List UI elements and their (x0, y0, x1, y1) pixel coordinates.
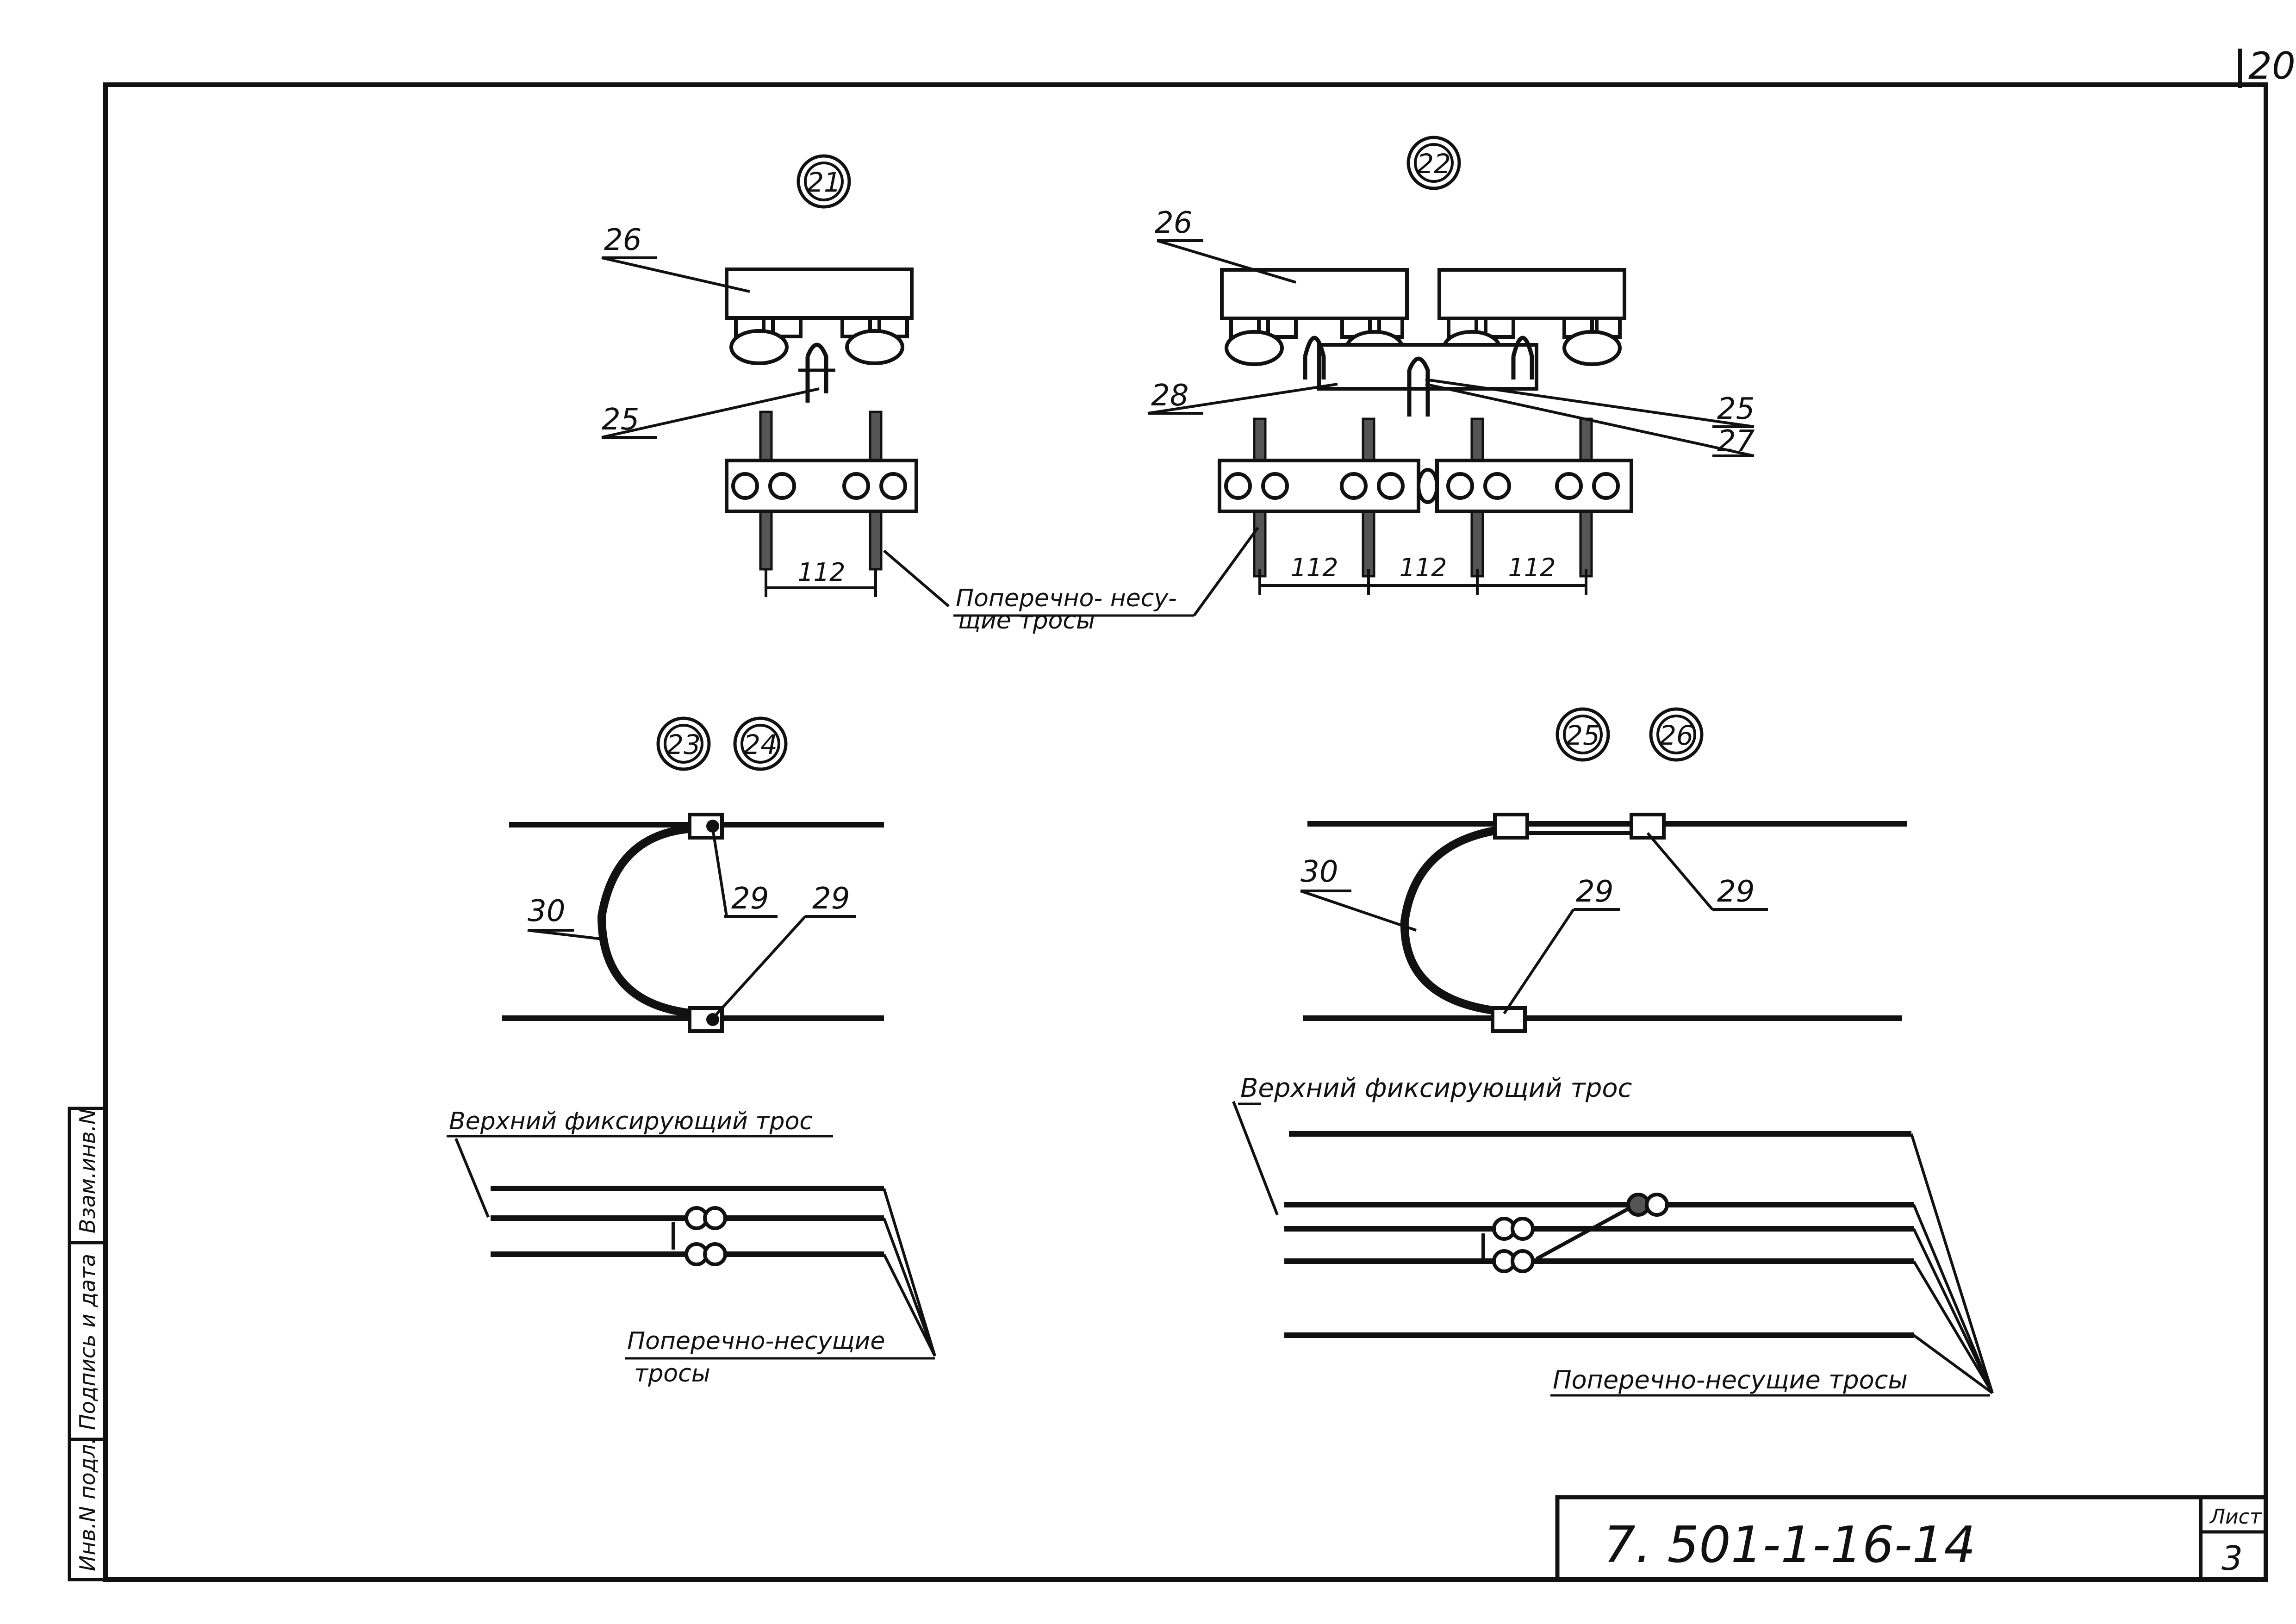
detail-23-24: 23 24 30 29 29 Верхний фиксирующий трос (447, 716, 936, 1388)
leader (1503, 908, 1575, 1014)
insulator-fittings (729, 316, 909, 365)
stamp-sign-date: Подпись и дата (75, 1254, 100, 1430)
leader (1147, 383, 1338, 415)
leader (714, 915, 807, 1017)
dimension-value: 112 (1399, 553, 1447, 582)
clamp (1493, 813, 1529, 840)
dimension-value: 112 (1290, 553, 1338, 582)
insulator-bar (725, 268, 914, 320)
stamp-inv-no: Инв.N подл. (75, 1437, 100, 1571)
side-stamp: Инв.N подл. Подпись и дата Взам.инв.N (68, 1107, 107, 1581)
leader (527, 929, 607, 941)
shackle (1303, 336, 1326, 380)
title-block: 7. 501-1-16-14 Лист 3 (1555, 1495, 2266, 1580)
detail-marker-22: 22 (1406, 136, 1461, 190)
drawing-frame (103, 82, 2268, 1582)
detail-22: 22 (1147, 136, 1755, 595)
clamp-bolts (1224, 472, 1620, 500)
detail-25-26: 25 26 30 29 29 Верхний фиксирующий трос (1232, 707, 1994, 1397)
label-transverse: Поперечно-несущие тросы (1553, 1365, 1908, 1394)
detail-marker-26: 26 (1649, 707, 1704, 762)
svg-text:25: 25 (1566, 720, 1600, 751)
note-line-1: Поперечно- несу- (956, 585, 1177, 612)
clamp-nodes (1492, 1193, 1669, 1273)
detail-marker-24: 24 (733, 716, 788, 771)
svg-text:22: 22 (1417, 148, 1451, 180)
callout-29: 29 (731, 882, 769, 916)
stamp-replace-inv: Взам.инв.N (75, 1108, 100, 1233)
shackle (805, 342, 828, 403)
detail-marker-21: 21 (796, 154, 851, 209)
callout-29: 29 (1717, 875, 1755, 909)
callout-26: 26 (604, 223, 641, 257)
leader (601, 387, 820, 439)
top-note: Поперечно- несу- щие тросы (883, 527, 1259, 635)
callout-27: 27 (1717, 424, 1755, 459)
dimension-value: 112 (797, 558, 845, 587)
link (1417, 468, 1439, 504)
leader (601, 256, 750, 293)
shackle (1511, 336, 1534, 380)
detail-21: 21 112 26 25 (601, 154, 918, 597)
leader (1425, 383, 1755, 457)
insulator-bar (1220, 268, 1409, 320)
callout-28: 28 (1151, 379, 1188, 413)
label-upper-rope: Верхний фиксирующий трос (1240, 1073, 1632, 1103)
sheet-number: 3 (2221, 1539, 2243, 1578)
dimension-value: 112 (1508, 553, 1556, 582)
svg-text:26: 26 (1659, 720, 1693, 751)
callout-29: 29 (1576, 875, 1613, 909)
callout-25: 25 (602, 403, 639, 437)
leader (1425, 378, 1755, 428)
callout-30: 30 (1300, 855, 1338, 889)
page-corner-number: 20 (2248, 44, 2296, 87)
dimension-line (765, 569, 877, 597)
dimension-line (1258, 569, 1587, 595)
callout-29: 29 (812, 882, 850, 916)
svg-text:21: 21 (807, 167, 841, 198)
svg-text:24: 24 (743, 729, 778, 760)
shackle (1407, 356, 1430, 417)
leader (1157, 239, 1296, 284)
note-line-2: щие тросы (958, 607, 1095, 635)
sheet-label: Лист (2209, 1505, 2262, 1529)
leader (1646, 832, 1714, 910)
clamp-bolts (731, 472, 907, 500)
clamp-nodes (684, 1206, 727, 1266)
detail-marker-23: 23 (656, 716, 711, 771)
label-upper-rope: Верхний фиксирующий трос (449, 1108, 813, 1135)
doc-code: 7. 501-1-16-14 (1604, 1516, 1976, 1574)
leader (711, 828, 728, 917)
clamp (1630, 813, 1666, 840)
callout-26: 26 (1155, 206, 1192, 240)
loop-cable (597, 824, 695, 1018)
label-transverse-2: тросы (634, 1360, 710, 1388)
detail-marker-25: 25 (1556, 707, 1610, 762)
callout-25: 25 (1717, 392, 1755, 426)
callout-30: 30 (528, 894, 565, 928)
clamp (1491, 1006, 1527, 1033)
leader (1300, 890, 1417, 932)
svg-text:23: 23 (666, 729, 701, 760)
label-transverse-1: Поперечно-несущие (627, 1327, 885, 1355)
insulator-bar (1437, 268, 1626, 320)
loop-cable (1400, 824, 1512, 1015)
